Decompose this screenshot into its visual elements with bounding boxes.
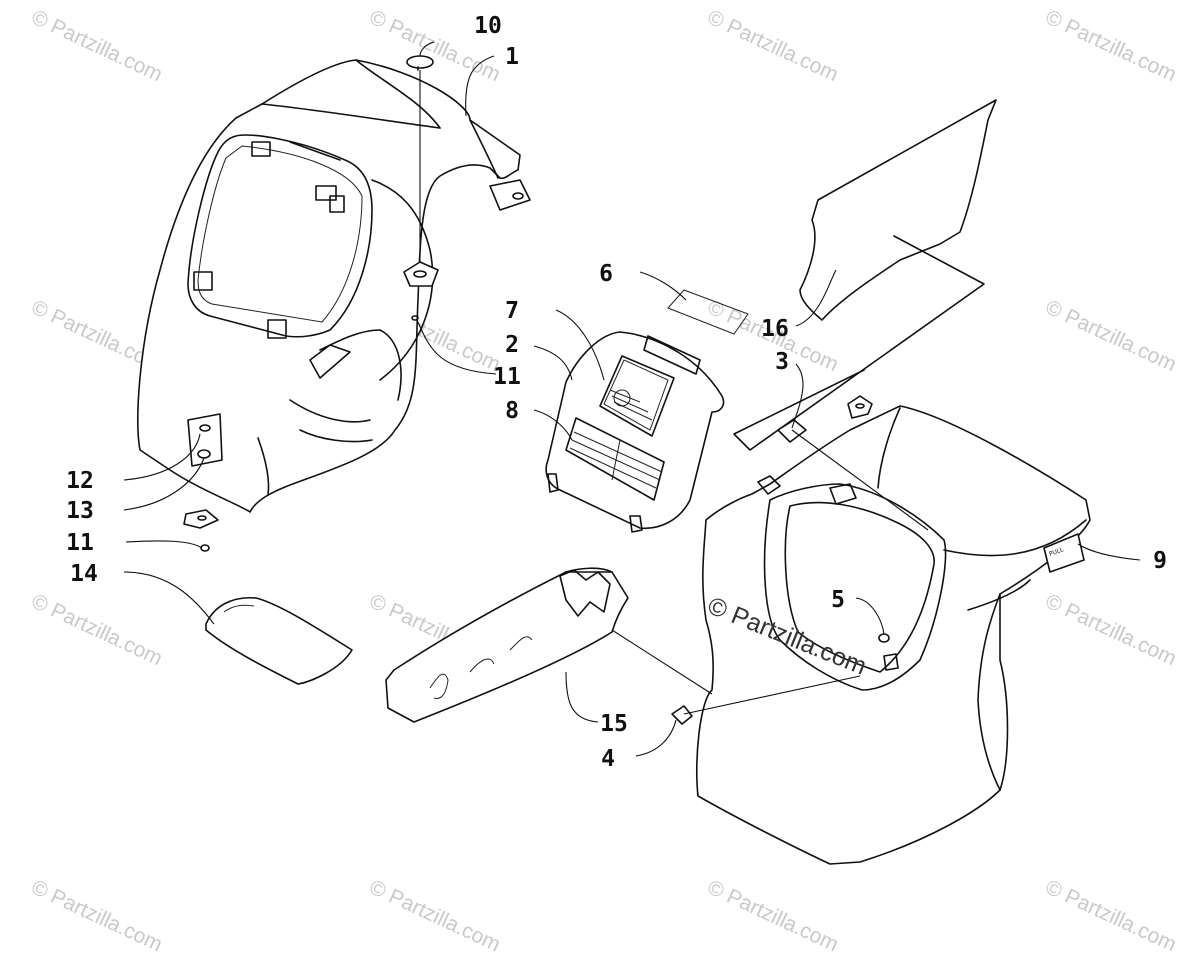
watermark-text: © Partzilla.com [28, 590, 166, 671]
callout-8[interactable]: 8 [505, 398, 519, 424]
callout-11-lower[interactable]: 11 [66, 530, 94, 556]
watermark-text: © Partzilla.com [1042, 296, 1180, 377]
callout-5[interactable]: 5 [831, 587, 845, 613]
watermark-text: © Partzilla.com [1042, 6, 1180, 87]
part-16-sheet [733, 99, 997, 451]
callout-2[interactable]: 2 [505, 332, 519, 358]
callout-10[interactable]: 10 [474, 13, 502, 39]
callout-16[interactable]: 16 [761, 316, 789, 342]
callout-layer: 10 1 6 7 2 8 16 3 11 12 13 11 14 9 5 15 … [66, 13, 1167, 772]
part-8-caution-label [565, 417, 665, 501]
part-14-pad [205, 596, 353, 685]
callout-14[interactable]: 14 [70, 561, 98, 587]
watermark-text: © Partzilla.com [704, 876, 842, 954]
part-2-access-panel [545, 331, 725, 533]
watermark-text: © Partzilla.com [28, 876, 166, 954]
part-13-washer [183, 509, 219, 552]
part-6-decal [667, 289, 749, 335]
watermark-text: © Partzilla.com [1042, 590, 1180, 671]
part-15-cover [385, 567, 629, 723]
callout-15[interactable]: 15 [600, 711, 628, 737]
watermark-text: © Partzilla.com [704, 6, 842, 87]
part-1-left-panel [137, 59, 531, 513]
callout-7[interactable]: 7 [505, 298, 519, 324]
callout-13[interactable]: 13 [66, 498, 94, 524]
leader-lines [123, 41, 1141, 757]
part-9-right-panel: PULL [671, 395, 1091, 865]
label-9-text: PULL [1048, 546, 1065, 558]
callout-11-upper[interactable]: 11 [493, 364, 521, 390]
callout-4[interactable]: 4 [601, 746, 615, 772]
part-10-screw [403, 55, 439, 321]
part-7-warning-label [599, 355, 675, 437]
callout-6[interactable]: 6 [599, 261, 613, 287]
callout-1[interactable]: 1 [505, 44, 519, 70]
watermark-text: © Partzilla.com [28, 6, 166, 87]
callout-3[interactable]: 3 [775, 349, 789, 375]
watermark-text: © Partzilla.com [1042, 876, 1180, 954]
callout-9[interactable]: 9 [1153, 548, 1167, 574]
callout-12[interactable]: 12 [66, 468, 94, 494]
watermark-text: © Partzilla.com [366, 876, 504, 954]
